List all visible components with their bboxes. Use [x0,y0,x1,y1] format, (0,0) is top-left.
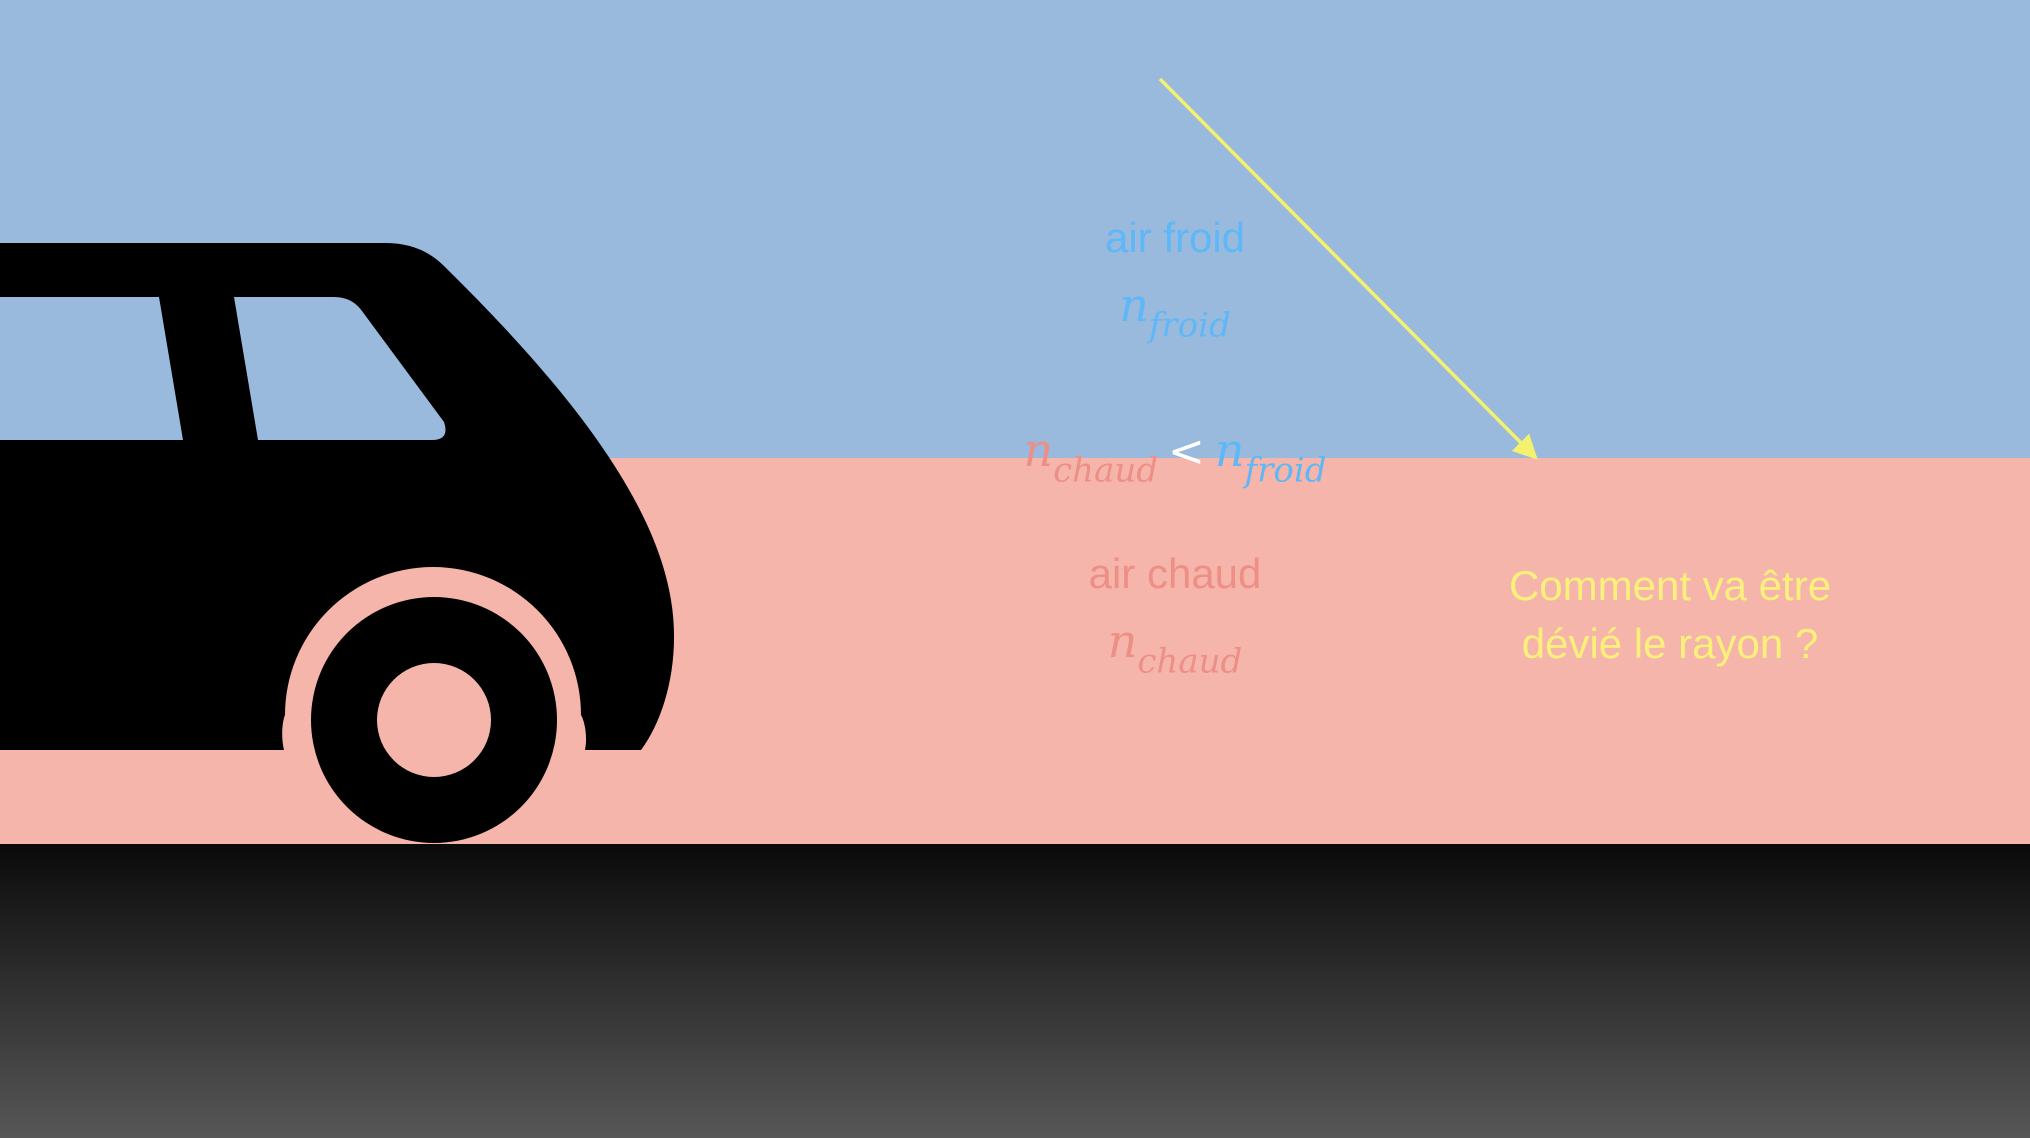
question-line-2: dévié le rayon ? [1521,620,1819,667]
question-text: Comment va être dévié le rayon ? [1380,557,1960,673]
hot-index-base: n [1107,614,1138,668]
hot-air-label: air chaud [1088,550,1262,597]
cold-index-base: n [1119,278,1149,332]
index-relation: nchaud<nfroid [960,423,1390,491]
light-ray-arrow [1158,77,1538,460]
question-line-1: Comment va être [1508,562,1832,609]
car-window-rear [0,297,183,440]
cold-index-sub: froid [1148,305,1231,346]
cold-index-symbol: nfroid [1000,278,1350,342]
road [0,844,2030,1138]
hot-index-sub: chaud [1137,641,1243,682]
car-window-front [234,297,446,440]
car-icon [0,243,675,843]
relation-right: nfroid [1214,423,1327,491]
cold-air-label: air froid [1104,214,1246,261]
relation-operator: < [1168,426,1205,477]
hot-index-symbol: nchaud [1000,614,1350,678]
relation-left: nchaud [1023,423,1159,491]
car-hub [377,663,491,777]
